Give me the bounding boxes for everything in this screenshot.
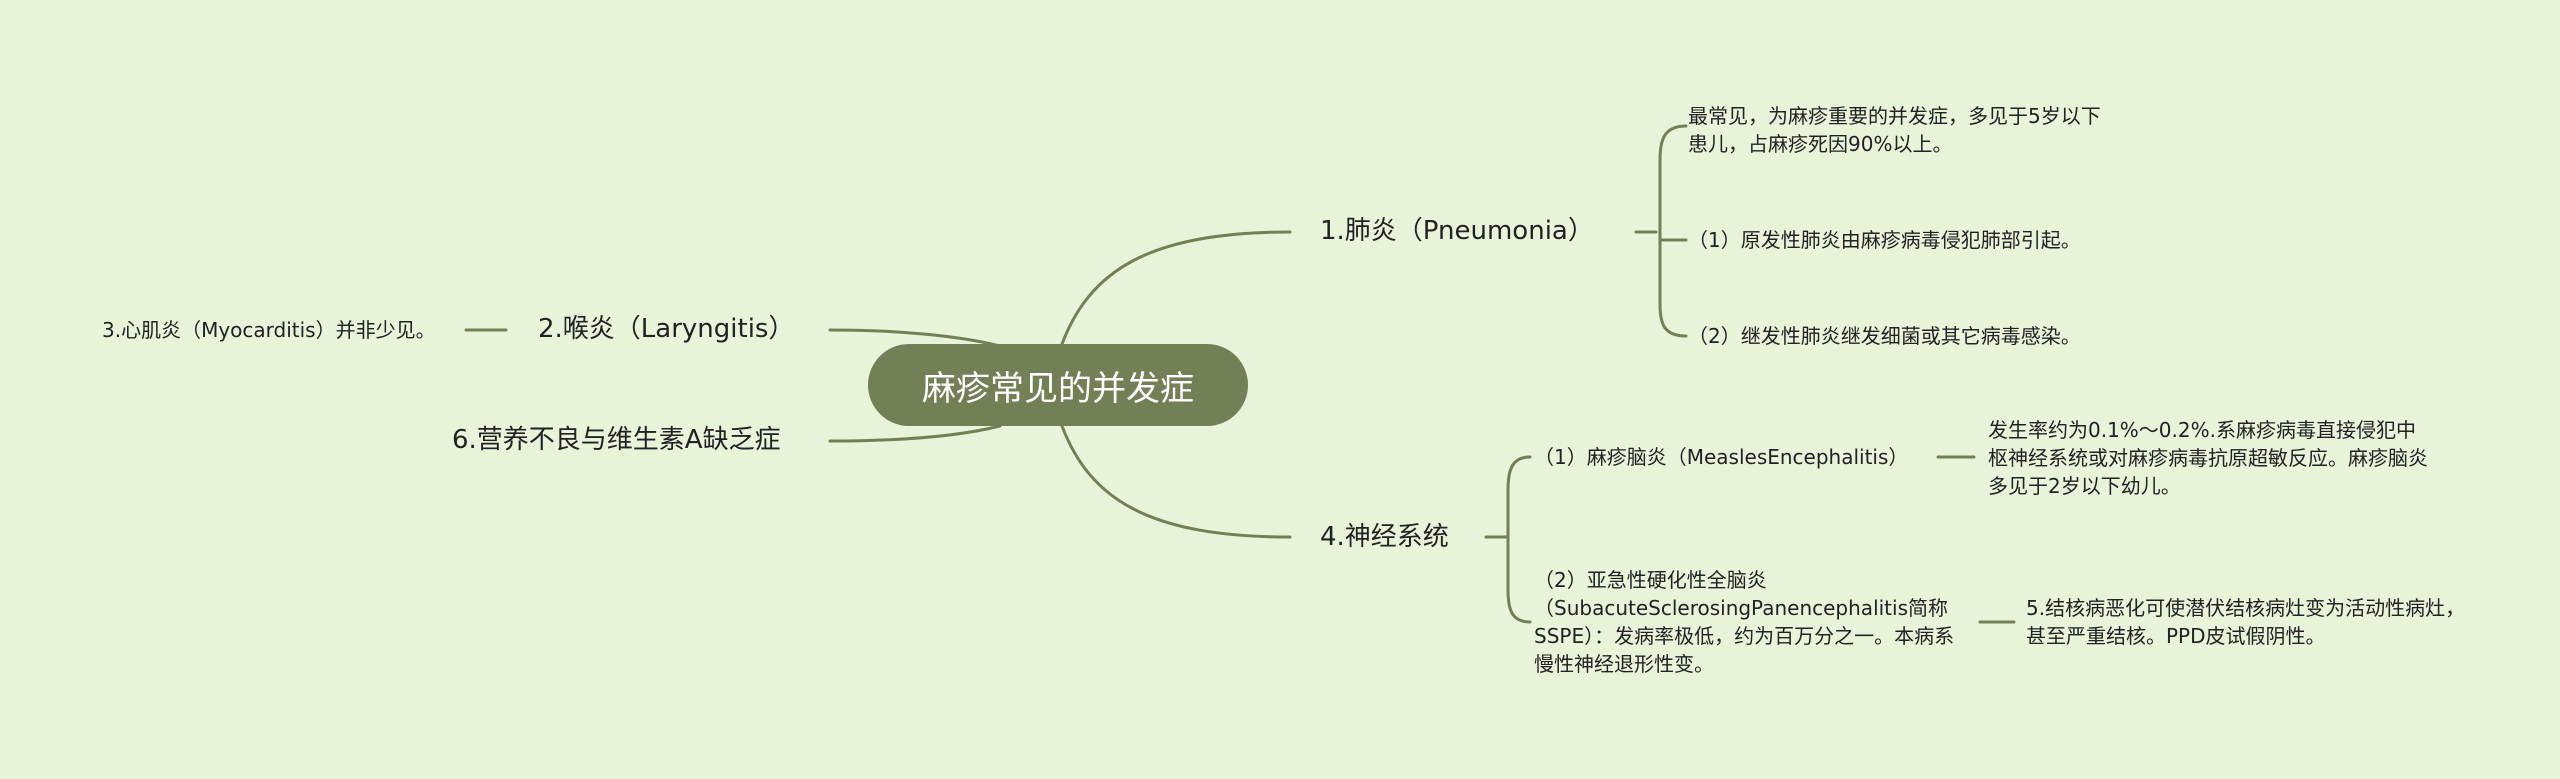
encephalitis-label: （1）麻疹脑炎（MeaslesEncephalitis） (1534, 445, 1909, 469)
branch-pneumonia-label: 1.肺炎（Pneumonia） (1320, 216, 1594, 246)
root-title: 麻疹常见的并发症 (922, 368, 1194, 409)
encephalitis-detail-text: 发生率约为0.1%～0.2%.系麻疹病毒直接侵犯中枢神经系统或对麻疹病毒抗原超敏… (1988, 418, 2428, 498)
pneumonia-note-1[interactable]: 最常见，为麻疹重要的并发症，多见于5岁以下患儿，占麻疹死因90%以上。 (1688, 102, 2118, 158)
branch-laryngitis[interactable]: 2.喉炎（Laryngitis） (538, 312, 794, 346)
bracket-nervous (1506, 455, 1532, 624)
branch-nervous-label: 4.神经系统 (1320, 522, 1449, 552)
pneumonia-note-3-text: （2）继发性肺炎继发细菌或其它病毒感染。 (1688, 324, 2081, 348)
sspe-detail-text: 5.结核病恶化可使潜伏结核病灶变为活动性病灶，甚至严重结核。PPD皮试假阴性。 (2026, 596, 2466, 648)
pneumonia-note-1-text: 最常见，为麻疹重要的并发症，多见于5岁以下患儿，占麻疹死因90%以上。 (1688, 104, 2101, 156)
encephalitis-detail[interactable]: 发生率约为0.1%～0.2%.系麻疹病毒直接侵犯中枢神经系统或对麻疹病毒抗原超敏… (1988, 416, 2428, 500)
connector-root-pneumonia (1060, 230, 1292, 346)
pneumonia-note-2[interactable]: （1）原发性肺炎由麻疹病毒侵犯肺部引起。 (1688, 226, 2081, 254)
pneumonia-note-3[interactable]: （2）继发性肺炎继发细菌或其它病毒感染。 (1688, 322, 2081, 350)
branch-nervous[interactable]: 4.神经系统 (1320, 520, 1449, 554)
bracket-pneumonia (1658, 124, 1688, 338)
branch-malnutrition-label: 6.营养不良与维生素A缺乏症 (452, 425, 781, 455)
branch-malnutrition[interactable]: 6.营养不良与维生素A缺乏症 (452, 423, 781, 457)
pneumonia-note-2-text: （1）原发性肺炎由麻疹病毒侵犯肺部引起。 (1688, 228, 2081, 252)
connector-root-malnutrition (828, 424, 1002, 443)
encephalitis-node[interactable]: （1）麻疹脑炎（MeaslesEncephalitis） (1534, 443, 1908, 471)
sspe-node[interactable]: （2）亚急性硬化性全脑炎（SubacuteSclerosingPanenceph… (1534, 566, 1970, 678)
sspe-detail[interactable]: 5.结核病恶化可使潜伏结核病灶变为活动性病灶，甚至严重结核。PPD皮试假阴性。 (2026, 594, 2466, 650)
connector-root-laryngitis (828, 328, 1002, 348)
laryngitis-note-text: 3.心肌炎（Myocarditis）并非少见。 (102, 318, 436, 342)
connector-root-nervous (1060, 424, 1292, 539)
branch-laryngitis-label: 2.喉炎（Laryngitis） (538, 314, 795, 344)
laryngitis-note[interactable]: 3.心肌炎（Myocarditis）并非少见。 (102, 316, 436, 344)
branch-pneumonia[interactable]: 1.肺炎（Pneumonia） (1320, 214, 1594, 248)
sspe-label: （2）亚急性硬化性全脑炎（SubacuteSclerosingPanenceph… (1534, 568, 1955, 676)
root-node[interactable]: 麻疹常见的并发症 (868, 344, 1248, 426)
